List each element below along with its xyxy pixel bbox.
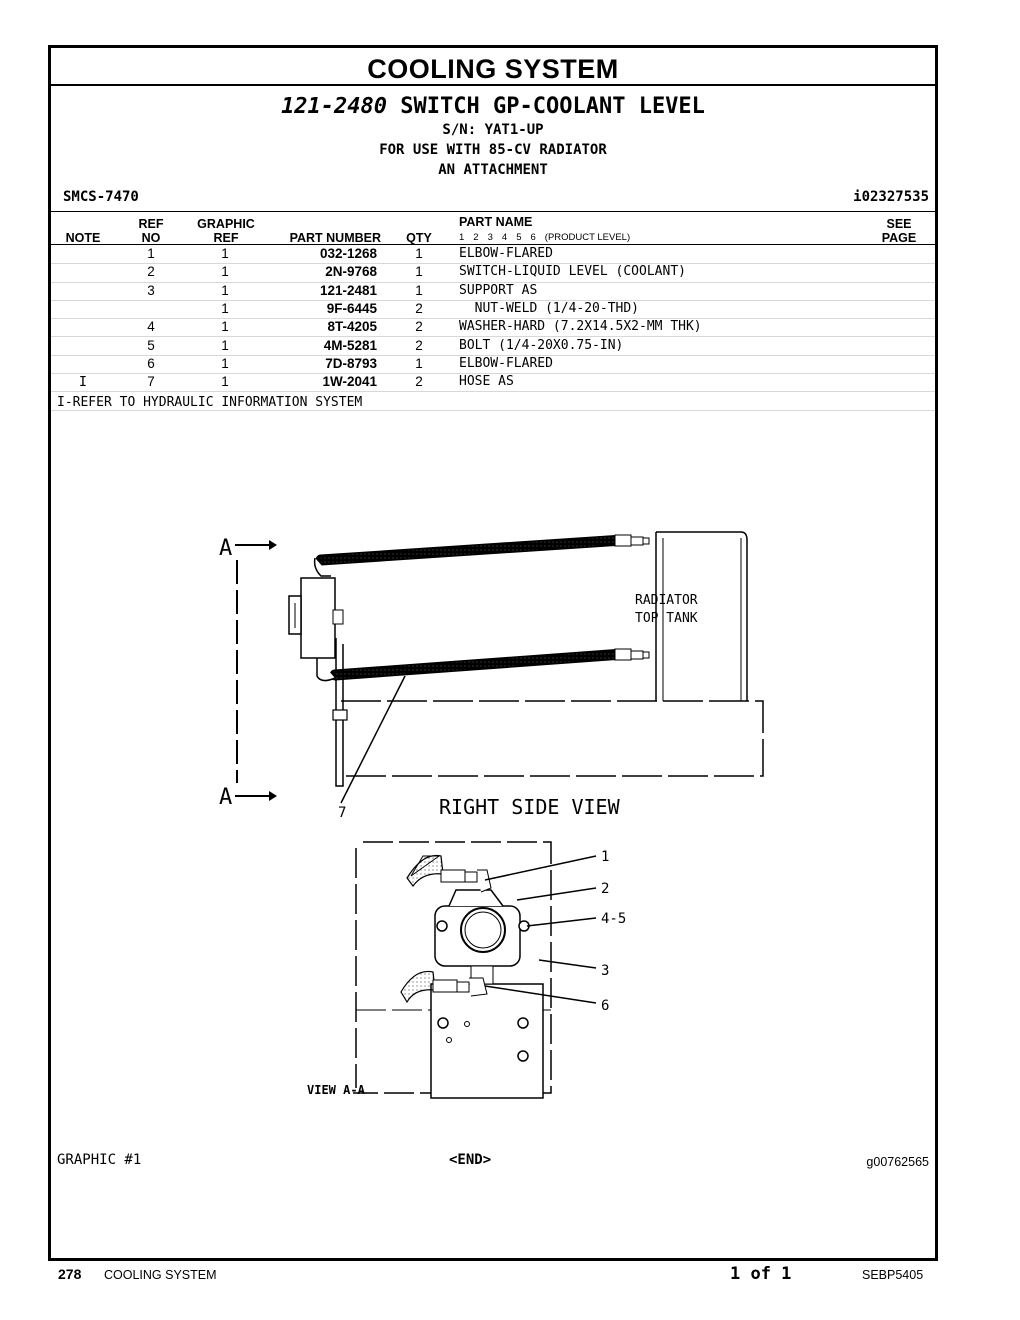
col-note: NOTE [65,231,101,245]
title-divider [51,84,935,86]
callout-6: 6 [601,998,609,1014]
callout-leader-4-5 [526,917,597,927]
part-group-header: 121-2480 SWITCH GP-COOLANT LEVEL S/N: YA… [51,94,935,180]
col-graphic-top: GRAPHIC [197,217,255,231]
page-frame: COOLING SYSTEM 121-2480 SWITCH GP-COOLAN… [48,45,938,1261]
section-marker-bottom: A [219,785,232,810]
section-title: COOLING SYSTEM [367,54,619,84]
view-aa-frame [353,841,552,1094]
attachment-note: AN ATTACHMENT [438,162,548,178]
view-aa-label: VIEW A-A [307,1083,366,1097]
col-part-number: PART NUMBER [289,231,381,245]
usage-note: FOR USE WITH 85-CV RADIATOR [379,142,607,158]
radiator-tank [656,531,748,701]
col-ref-bottom: NO [141,231,161,245]
table-header-divider [51,244,935,245]
col-see-top: SEE [886,217,912,231]
end-tag: <END> [449,1152,492,1168]
right-side-view-label: RIGHT SIDE VIEW [439,795,621,819]
part-group-name: SWITCH GP-COOLANT LEVEL [400,94,705,119]
smcs-code: SMCS-7470 [63,189,139,205]
callout-4-5: 4-5 [601,911,626,927]
callout-leader-7 [340,675,406,804]
callout-leader-6 [484,985,597,1004]
header-divider [51,211,935,212]
callout-leader-3 [538,959,597,969]
section-marker-top: A [219,536,232,561]
callout-2: 2 [601,881,609,897]
reference-note: I-REFER TO HYDRAULIC INFORMATION SYSTEM [57,395,363,410]
radiator-label-1: RADIATOR [635,593,698,608]
parts-diagram: A A RADIATOR TOP TANK [219,531,764,1099]
part-group-number: 121-2480 [281,94,388,119]
callout-7: 7 [338,805,346,821]
footer-doc-id: SEBP5405 [862,1268,924,1282]
info-id: i02327535 [853,189,929,205]
footer-page-number: 278 [58,1266,82,1282]
radiator-label-2: TOP TANK [635,611,698,626]
graphic-id: g00762565 [866,1155,929,1169]
col-graphic-bottom: REF [213,231,239,245]
frame-member [341,700,764,777]
serial-range: S/N: YAT1-UP [442,122,544,138]
callout-3: 3 [601,963,609,979]
col-part-name: PART NAME [459,215,533,229]
col-ref-top: REF [138,217,164,231]
graphic-tag: GRAPHIC #1 [57,1152,142,1168]
callout-leader-2 [516,887,597,901]
footer-section: COOLING SYSTEM [104,1268,217,1282]
switch-body-side [300,577,336,659]
callout-leader-1 [484,855,597,881]
col-qty: QTY [406,231,432,245]
footer-page-of: 1 of 1 [730,1264,792,1284]
note-divider [51,410,935,411]
col-see-bottom: PAGE [881,231,917,245]
callout-1: 1 [601,849,609,865]
